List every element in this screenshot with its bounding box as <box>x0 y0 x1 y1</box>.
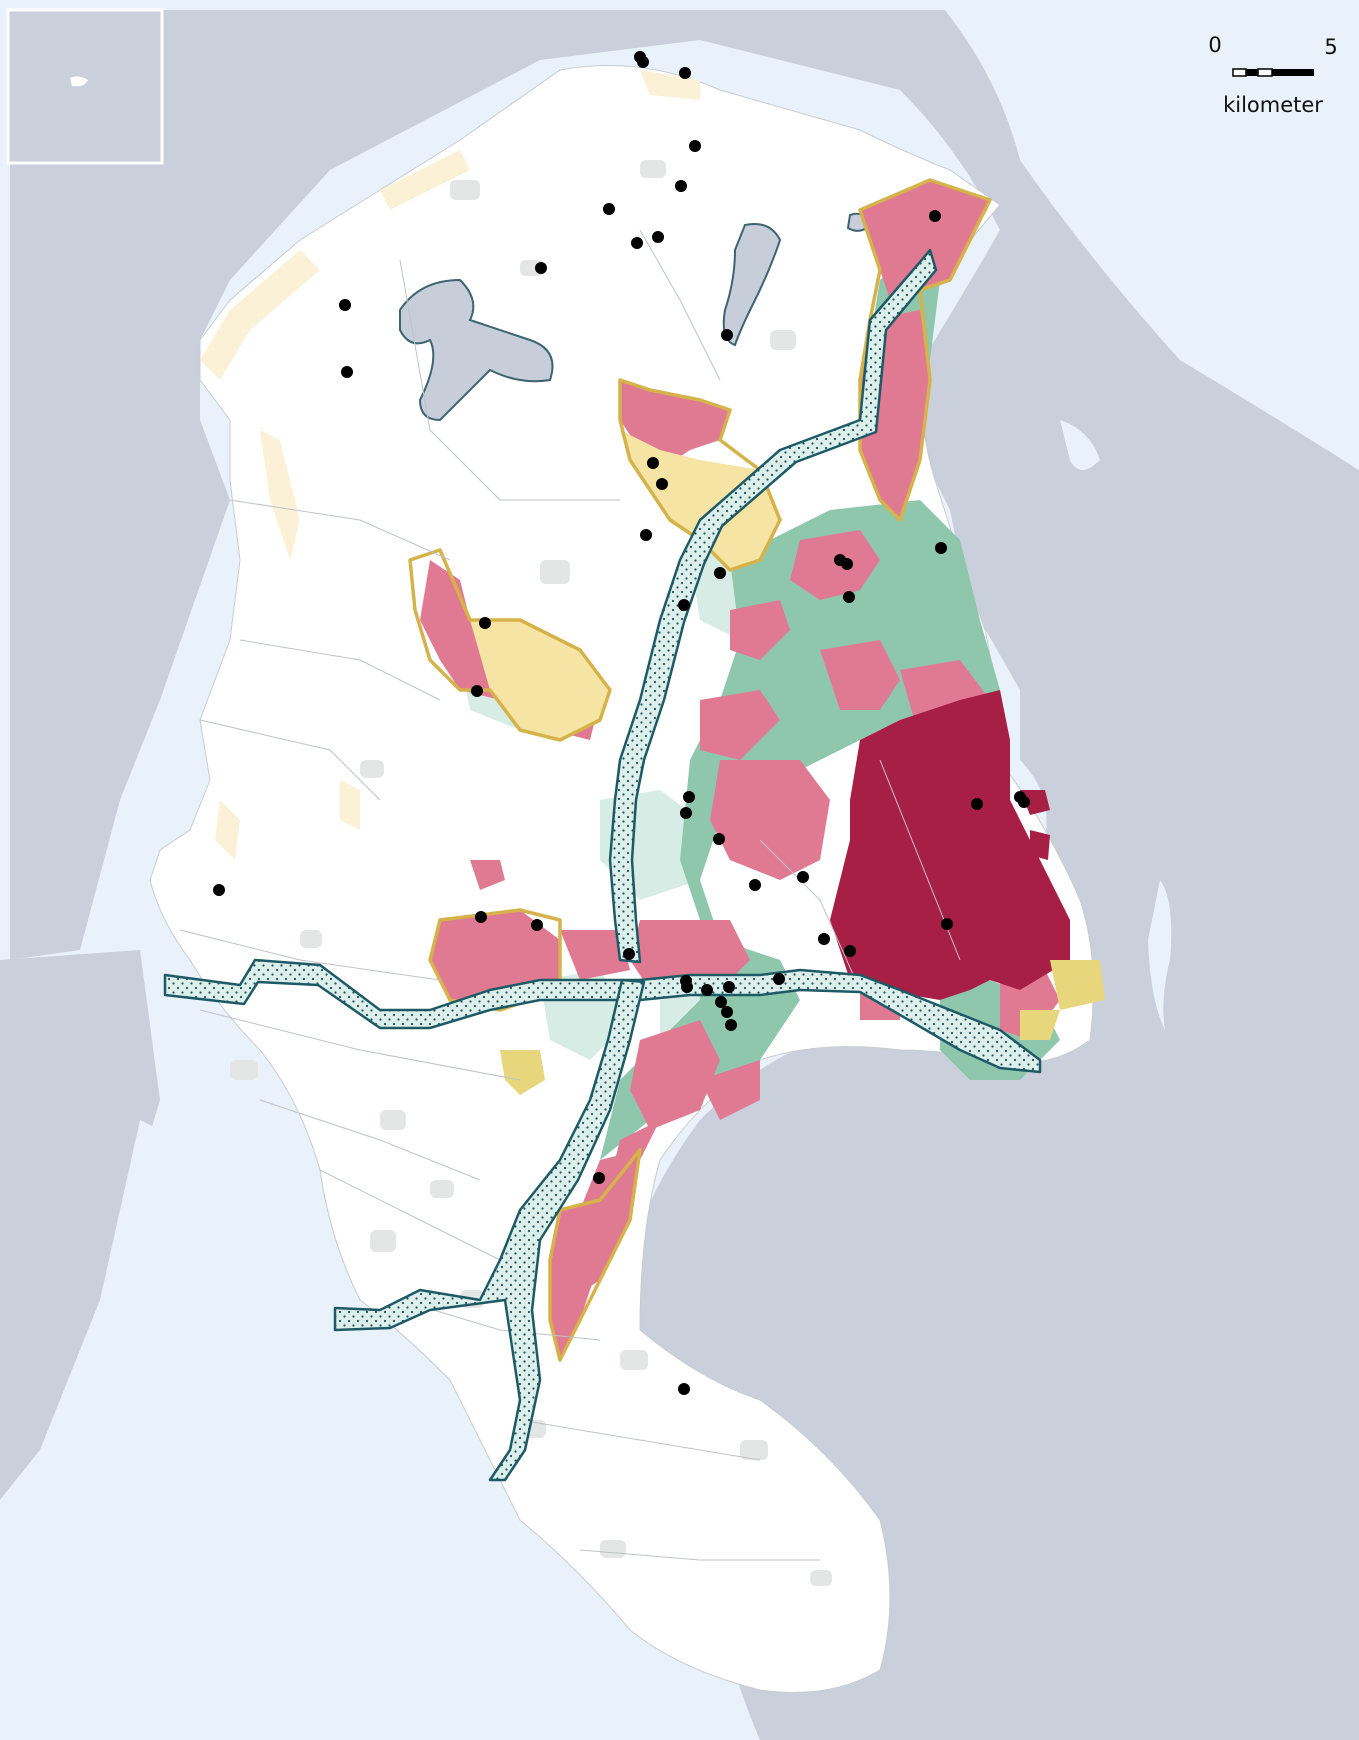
lake-arresoe <box>399 278 554 422</box>
point-markers <box>213 51 1030 1395</box>
point-marker[interactable] <box>721 329 733 341</box>
point-marker[interactable] <box>475 911 487 923</box>
planning-zone-outlines <box>408 178 992 1362</box>
point-marker[interactable] <box>1018 796 1030 808</box>
point-marker[interactable] <box>971 798 983 810</box>
point-marker[interactable] <box>715 996 727 1008</box>
point-marker[interactable] <box>593 1172 605 1184</box>
point-marker[interactable] <box>773 973 785 985</box>
scale-label-start: 0 <box>1208 33 1221 57</box>
point-marker[interactable] <box>701 984 713 996</box>
point-marker[interactable] <box>631 237 643 249</box>
point-marker[interactable] <box>713 833 725 845</box>
point-marker[interactable] <box>656 478 668 490</box>
inset-map <box>6 8 164 165</box>
point-marker[interactable] <box>531 919 543 931</box>
point-marker[interactable] <box>623 948 635 960</box>
scale-bar-segment-white <box>1232 68 1247 77</box>
point-marker[interactable] <box>683 791 695 803</box>
point-marker[interactable] <box>843 591 855 603</box>
point-marker[interactable] <box>725 1019 737 1031</box>
sea-inlets <box>0 10 1359 1740</box>
point-marker[interactable] <box>797 871 809 883</box>
point-marker[interactable] <box>681 981 693 993</box>
neighbouring-land <box>0 10 1359 1740</box>
scale-label-end: 5 <box>1324 35 1337 59</box>
point-marker[interactable] <box>535 262 547 274</box>
transport-corridors <box>163 248 1042 1482</box>
point-marker[interactable] <box>721 1006 733 1018</box>
point-marker[interactable] <box>689 140 701 152</box>
scale-bar-segment-black-1 <box>1246 69 1258 76</box>
point-marker[interactable] <box>941 918 953 930</box>
point-marker[interactable] <box>678 599 690 611</box>
point-marker[interactable] <box>929 210 941 222</box>
point-marker[interactable] <box>935 542 947 554</box>
urban-core <box>830 690 1070 1000</box>
point-marker[interactable] <box>679 67 691 79</box>
point-marker[interactable] <box>714 567 726 579</box>
coastal-sand <box>200 70 700 860</box>
point-marker[interactable] <box>723 981 735 993</box>
point-marker[interactable] <box>844 945 856 957</box>
scale-bar[interactable]: 0 5 kilometer <box>1208 33 1337 117</box>
point-marker[interactable] <box>213 884 225 896</box>
point-marker[interactable] <box>341 366 353 378</box>
scale-bar-segment-white-2 <box>1257 68 1273 77</box>
point-marker[interactable] <box>652 231 664 243</box>
scale-unit-label: kilometer <box>1223 93 1323 117</box>
settlements <box>230 160 832 1586</box>
inset-frame <box>6 8 164 165</box>
point-marker[interactable] <box>680 807 692 819</box>
inset-island <box>70 76 88 87</box>
point-marker[interactable] <box>675 180 687 192</box>
point-marker[interactable] <box>479 617 491 629</box>
point-marker[interactable] <box>339 299 351 311</box>
scale-bar-segment-black-2 <box>1272 69 1314 76</box>
urban-core-islets <box>1020 790 1050 860</box>
point-marker[interactable] <box>640 529 652 541</box>
point-marker[interactable] <box>637 56 649 68</box>
point-marker[interactable] <box>603 203 615 215</box>
point-marker[interactable] <box>841 558 853 570</box>
point-marker[interactable] <box>818 933 830 945</box>
point-marker[interactable] <box>471 685 483 697</box>
point-marker[interactable] <box>749 879 761 891</box>
point-marker[interactable] <box>678 1383 690 1395</box>
point-marker[interactable] <box>647 457 659 469</box>
lake-esrum <box>722 223 782 347</box>
